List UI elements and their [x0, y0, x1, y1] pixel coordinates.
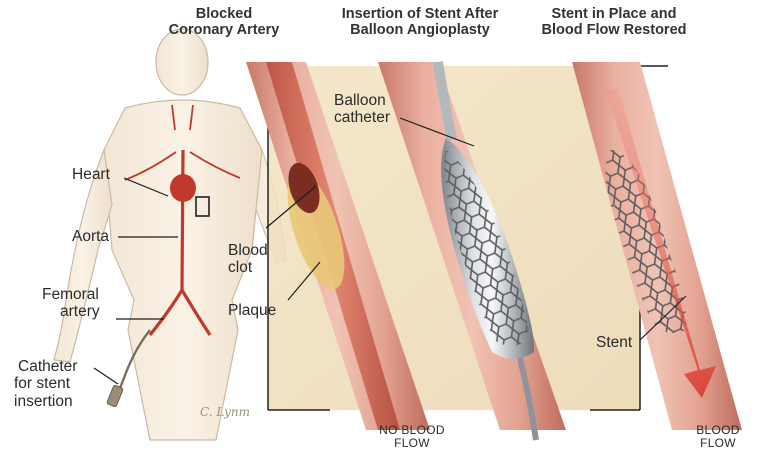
- label-balloon-catheter: Balloon catheter: [334, 92, 390, 127]
- heading-restored-line1: Stent in Place and: [530, 6, 698, 22]
- catheter-device: [107, 385, 124, 407]
- label-catheter-line2: for stent: [14, 375, 77, 392]
- label-balloon-catheter-line2: catheter: [334, 109, 390, 126]
- heading-restored-line2: Blood Flow Restored: [530, 22, 698, 38]
- label-blood-clot: Blood clot: [228, 242, 268, 277]
- label-no-blood-flow-line1: NO BLOOD: [366, 424, 458, 437]
- label-blood-flow-line1: BLOOD: [688, 424, 748, 437]
- heading-insertion-line2: Balloon Angioplasty: [320, 22, 520, 38]
- label-femoral-line2: artery: [38, 303, 100, 320]
- catheter-leader: [94, 368, 118, 384]
- heading-blocked: Blocked Coronary Artery: [168, 6, 280, 38]
- label-blood-clot-line2: clot: [228, 259, 268, 276]
- artist-signature: C. Lynm: [200, 406, 250, 419]
- label-catheter-line3: insertion: [14, 393, 77, 410]
- label-stent: Stent: [596, 334, 632, 351]
- label-no-blood-flow-line2: FLOW: [366, 437, 458, 450]
- heading-blocked-line2: Coronary Artery: [168, 22, 280, 38]
- label-no-blood-flow: NO BLOOD FLOW: [366, 424, 458, 451]
- heart-shape: [170, 174, 196, 202]
- label-balloon-catheter-line1: Balloon: [334, 92, 390, 109]
- label-blood-clot-line1: Blood: [228, 242, 268, 259]
- label-blood-flow-line2: FLOW: [688, 437, 748, 450]
- figure-head: [156, 29, 208, 95]
- label-femoral-line1: Femoral: [38, 286, 100, 303]
- label-aorta: Aorta: [72, 228, 109, 245]
- label-plaque: Plaque: [228, 302, 276, 319]
- heading-insertion-line1: Insertion of Stent After: [320, 6, 520, 22]
- label-catheter: Catheter for stent insertion: [14, 358, 77, 410]
- label-blood-flow: BLOOD FLOW: [688, 424, 748, 451]
- heading-insertion: Insertion of Stent After Balloon Angiopl…: [320, 6, 520, 38]
- label-heart: Heart: [72, 166, 110, 183]
- label-catheter-line1: Catheter: [14, 358, 77, 375]
- label-femoral: Femoral artery: [38, 286, 100, 321]
- heading-restored: Stent in Place and Blood Flow Restored: [530, 6, 698, 38]
- heading-blocked-line1: Blocked: [168, 6, 280, 22]
